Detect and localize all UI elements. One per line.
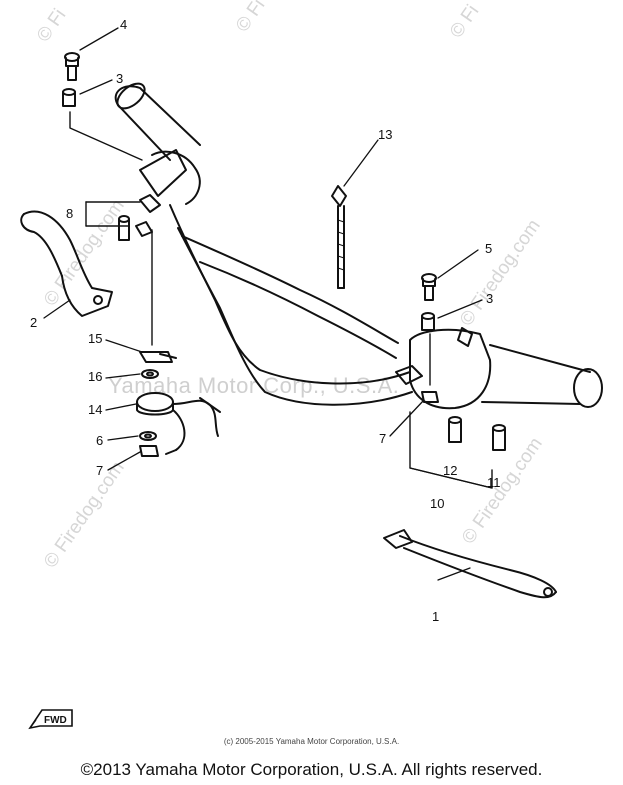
left-switch-14 xyxy=(136,392,221,455)
right-screw-5 xyxy=(421,273,437,301)
left-bracket-15 xyxy=(139,351,177,363)
left-bracket-8 xyxy=(85,194,161,241)
callout-14: 14 xyxy=(88,402,103,417)
right-grip xyxy=(481,344,603,408)
right-screw-11 xyxy=(492,424,506,451)
forward-label: FWD xyxy=(44,715,67,726)
callout-8: 8 xyxy=(66,206,74,221)
left-lever-2 xyxy=(20,210,113,317)
callout-12: 12 xyxy=(443,463,458,478)
left-collar-3 xyxy=(62,88,76,107)
small-copyright: (c) 2005-2015 Yamaha Motor Corporation, … xyxy=(223,737,400,746)
callout-7-left: 7 xyxy=(96,463,104,478)
callout-5: 5 xyxy=(485,241,493,256)
right-screw-12 xyxy=(448,416,462,443)
right-nut-7 xyxy=(421,391,439,403)
bracket-10 xyxy=(409,411,493,489)
cable-13 xyxy=(331,185,347,289)
left-grip xyxy=(114,82,201,205)
callout-7-right: 7 xyxy=(379,431,387,446)
forward-direction-badge: FWD xyxy=(28,700,74,734)
left-nut-7 xyxy=(139,445,159,457)
callout-3-right: 3 xyxy=(486,291,494,306)
right-switch-housing xyxy=(395,327,492,410)
callout-11: 11 xyxy=(487,475,501,490)
main-copyright: ©2013 Yamaha Motor Corporation, U.S.A. A… xyxy=(80,760,543,779)
left-screw-4 xyxy=(64,52,80,81)
callout-2: 2 xyxy=(30,315,38,330)
right-lever-1 xyxy=(383,529,557,599)
right-collar-3 xyxy=(421,312,435,331)
handlebar-tube xyxy=(169,204,413,406)
left-washer-16 xyxy=(141,369,159,379)
callout-4: 4 xyxy=(120,17,128,32)
forward-arrow-icon: FWD xyxy=(28,709,73,730)
callout-leaders xyxy=(43,27,483,581)
callout-3-left: 3 xyxy=(116,71,124,86)
callout-15: 15 xyxy=(88,331,103,346)
callout-6: 6 xyxy=(96,433,104,448)
callout-10: 10 xyxy=(430,496,445,511)
left-washer-6 xyxy=(139,431,157,441)
callout-13: 13 xyxy=(378,127,393,142)
callout-16: 16 xyxy=(88,369,103,384)
callout-1: 1 xyxy=(432,609,440,624)
leader-3a xyxy=(69,111,143,161)
